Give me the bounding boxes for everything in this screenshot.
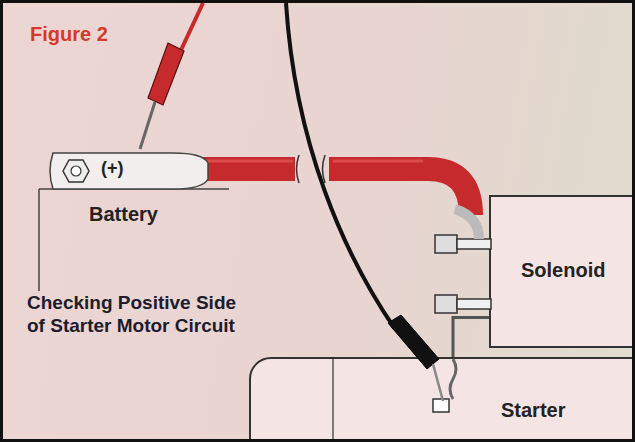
battery-cable — [329, 169, 471, 215]
node-label: Solenoid — [521, 259, 605, 282]
probe-tip — [140, 102, 155, 149]
test-lead — [286, 3, 395, 329]
stud-nut — [435, 235, 457, 253]
stud — [457, 239, 491, 249]
figure-caption: Checking Positive Side of Starter Motor … — [27, 291, 249, 337]
probe-tip — [433, 364, 443, 401]
part-label: Battery — [89, 203, 158, 226]
starter-terminal — [433, 399, 449, 412]
probe-handle — [148, 43, 184, 105]
cable-highlight — [199, 160, 423, 163]
clamp-bolt — [71, 166, 81, 176]
figure-panel: SolenoidStarter Figure 2 Checking Positiv… — [3, 3, 632, 439]
figure-title: Figure 2 — [30, 23, 108, 46]
node-label: Starter — [501, 399, 565, 422]
twisted-wire — [450, 359, 456, 399]
probe-handle — [388, 315, 439, 369]
solenoid-box: Solenoid — [489, 195, 632, 348]
battery-outline — [39, 189, 229, 291]
end-cap-line — [332, 359, 334, 439]
wire-connector — [453, 317, 489, 357]
cable-lug — [455, 209, 479, 239]
stud — [457, 299, 491, 309]
stud-nut — [435, 295, 457, 313]
terminal-sign: (+) — [101, 158, 124, 179]
terminal-clamp — [50, 153, 208, 189]
clamp-nut — [63, 160, 89, 182]
starter-box: Starter — [249, 357, 632, 439]
